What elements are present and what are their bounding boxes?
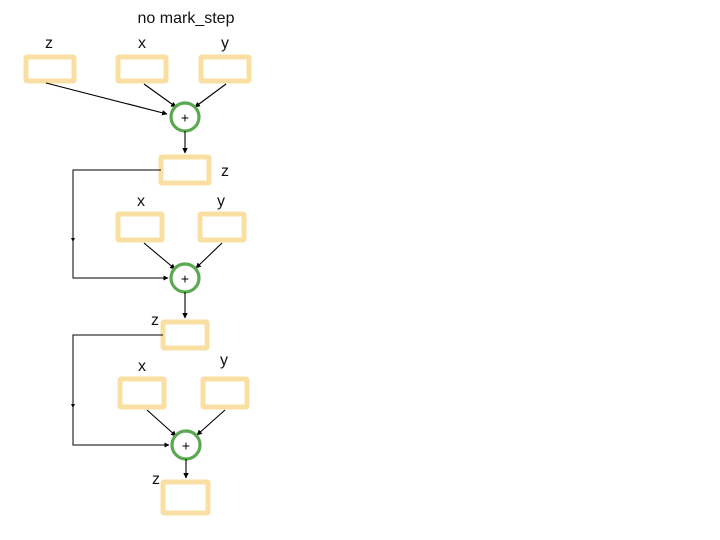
label-y-input-2: y [217, 193, 225, 210]
label-y-input-3: y [220, 352, 228, 369]
label-x-input-3: x [138, 358, 146, 375]
x-input-1-box[interactable] [115, 54, 169, 84]
edge-x1-to-add1 [143, 83, 177, 108]
edge-y3-to-add3 [196, 409, 226, 436]
edge-y2-to-add2 [195, 242, 223, 269]
graph-title: no mark_step [138, 10, 235, 27]
label-x-input-2: x [137, 193, 145, 210]
label-z-input-1: z [45, 35, 53, 52]
y-input-2-box[interactable] [197, 211, 247, 243]
z-output-1-box[interactable] [158, 154, 212, 186]
add-op-1-symbol: + [181, 110, 189, 126]
z-output-3-box[interactable] [160, 479, 211, 516]
x-input-3-box[interactable] [117, 376, 167, 410]
z-input-1-box[interactable] [23, 54, 77, 84]
label-z-output-2: z [151, 312, 159, 329]
edge-z1-to-add1 [45, 82, 168, 116]
label-x-input-1: x [138, 35, 146, 52]
edge-z3-feedback-to-add3 [72, 334, 170, 448]
label-z-output-3: z [152, 471, 160, 488]
add-op-2-symbol: + [181, 271, 189, 287]
y-input-1-box[interactable] [198, 54, 252, 84]
edge-y1-to-add1 [194, 83, 227, 108]
edge-x2-to-add2 [143, 242, 176, 270]
label-z-output-1: z [221, 163, 229, 180]
add-op-3-symbol: + [182, 438, 190, 454]
label-y-input-1: y [221, 35, 229, 52]
edge-z2-feedback-to-add2 [72, 169, 169, 281]
edge-x3-to-add3 [146, 409, 177, 437]
y-input-3-box[interactable] [200, 376, 250, 410]
x-input-2-box[interactable] [115, 211, 165, 243]
z-output-2-box[interactable] [160, 319, 210, 351]
